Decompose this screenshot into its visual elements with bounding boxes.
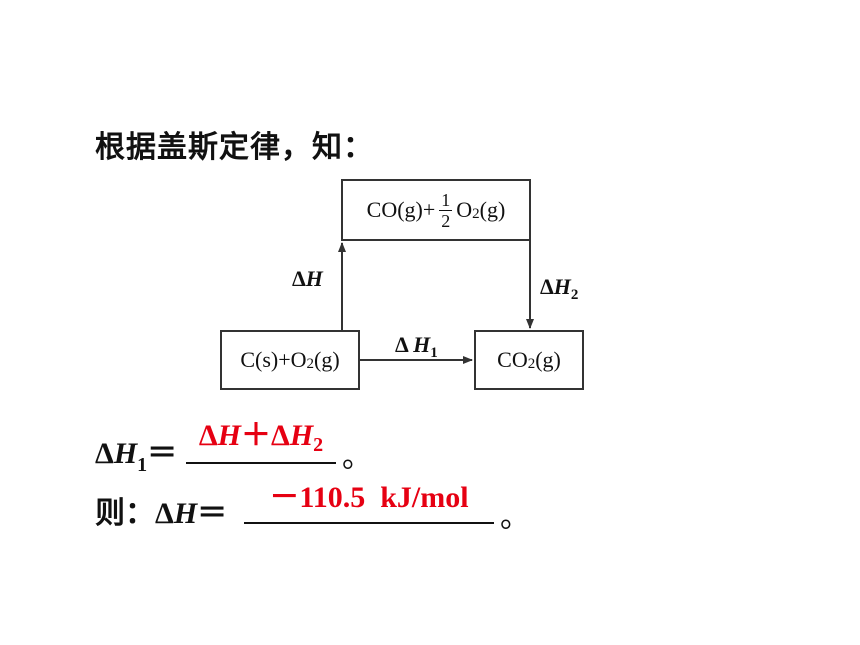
box-top-prefix: CO(g)+ (366, 197, 436, 222)
label-sub: 1 (430, 345, 438, 361)
eq1-answer-blank: ΔH＋ΔH2 (186, 416, 336, 464)
label-delta-symbol: Δ (540, 274, 554, 299)
label-var: H (553, 274, 571, 299)
box-left-prefix: C(s)+O (240, 347, 307, 372)
eq1-equals: ＝ (147, 436, 178, 471)
eq2-lhs: 则：ΔH＝ (95, 488, 227, 532)
eq1-lhs: ΔH1＝ (95, 428, 178, 476)
intro-text: 根据盖斯定律，知： (95, 130, 374, 165)
box-top-sub: 2 (472, 205, 480, 222)
eq2-var: H (173, 497, 198, 530)
ans-plus: ＋ (241, 418, 271, 453)
label-delta-symbol: Δ (292, 266, 306, 291)
box-left-suffix: (g) (314, 347, 340, 372)
label-sub: 2 (570, 287, 579, 303)
box-left-sub: 2 (306, 355, 315, 372)
eq2-end: 。 (500, 500, 530, 535)
ans-var-2: H (289, 419, 314, 452)
eq2-delta: Δ (155, 497, 174, 530)
label-var: H (305, 266, 323, 291)
ans-var: H (217, 419, 241, 452)
fraction-numerator: 1 (439, 189, 453, 211)
label-delta-h2: ΔH2 (540, 274, 579, 303)
eq1-sub: 1 (137, 454, 148, 476)
fraction-half: 1 2 (439, 189, 453, 231)
label-var: H (413, 332, 431, 357)
box-right-sub: 2 (527, 355, 536, 372)
fraction-denominator: 2 (441, 210, 451, 231)
box-top-suffix: (g) (479, 197, 506, 222)
box-right-suffix: (g) (535, 347, 561, 372)
eq2-answer-blank: －110.5 kJ/mol (244, 478, 494, 524)
label-delta-h: ΔH (292, 266, 323, 292)
ans-delta: Δ (198, 419, 218, 452)
label-delta-symbol: Δ (395, 332, 414, 357)
box-right-prefix: CO (497, 347, 528, 372)
ans-sub-2: 2 (313, 434, 324, 456)
eq1-end: 。 (342, 440, 372, 475)
ans-delta-2: Δ (271, 419, 290, 452)
eq1-var: H (113, 437, 138, 470)
eq2-prefix: 则： (95, 496, 155, 531)
eq1-delta: Δ (95, 437, 114, 470)
box-top-o: O (456, 197, 473, 222)
label-delta-h1: Δ H1 (395, 332, 438, 361)
eq2-equals: ＝ (197, 496, 228, 531)
